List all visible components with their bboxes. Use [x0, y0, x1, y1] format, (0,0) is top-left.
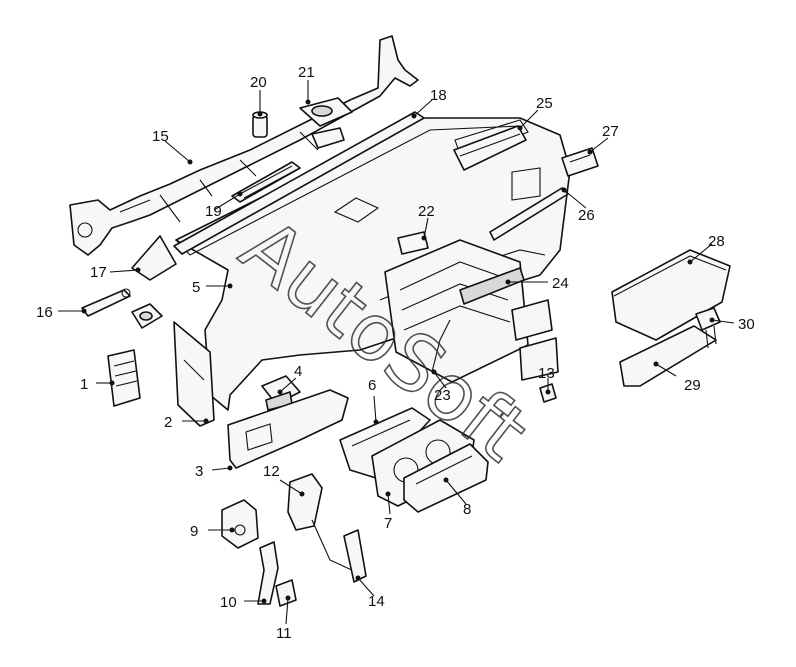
callout-26: 26 [578, 207, 595, 224]
part-18-top-trim [173, 111, 425, 255]
callout-4: 4 [294, 363, 302, 380]
part-speaker-ring [131, 303, 163, 329]
part-9-control-unit [221, 499, 259, 549]
callout-8: 8 [463, 501, 471, 518]
callout-9: 9 [190, 523, 198, 540]
part-15-crossmember [69, 35, 419, 256]
part-23-stalk [431, 319, 451, 373]
part-10-bracket [257, 541, 279, 605]
callout-7: 7 [384, 515, 392, 532]
part-24-center-console [384, 239, 559, 383]
callout-2: 2 [164, 414, 172, 431]
callout-27: 27 [602, 123, 619, 140]
callout-23: 23 [434, 387, 451, 404]
part-25-side-vent [453, 125, 527, 171]
callout-22: 22 [418, 203, 435, 220]
callout-12: 12 [263, 463, 280, 480]
part-16-tube [81, 288, 131, 317]
callout-24: 24 [552, 275, 569, 292]
part-21-speaker-bracket [299, 97, 353, 149]
callout-13: 13 [538, 365, 555, 382]
callout-14: 14 [368, 593, 385, 610]
leader-dots [81, 99, 715, 604]
part-19-defrost-vent [231, 161, 301, 203]
callout-20: 20 [250, 74, 267, 91]
callout-16: 16 [36, 304, 53, 321]
part-17-end-panel [131, 235, 177, 281]
part-14-pedal [343, 529, 367, 583]
part-27-switch [561, 147, 599, 177]
callout-11: 11 [276, 625, 292, 642]
part-3-lower-panel [227, 389, 349, 469]
part-11-bracket [275, 579, 297, 607]
callout-labels: 1 2 3 4 5 6 7 8 9 10 11 12 13 14 15 16 1… [36, 64, 755, 642]
callout-10: 10 [220, 594, 237, 611]
callout-29: 29 [684, 377, 701, 394]
callout-6: 6 [368, 377, 376, 394]
part-30-lock [695, 307, 721, 349]
leader-lines [58, 80, 735, 625]
callout-21: 21 [298, 64, 315, 81]
callout-18: 18 [430, 87, 447, 104]
callout-30: 30 [738, 316, 755, 333]
part-12-pedal-bracket [287, 473, 357, 573]
callout-28: 28 [708, 233, 725, 250]
callout-15: 15 [152, 128, 169, 145]
callout-19: 19 [205, 203, 222, 220]
part-29-glovebox-lid [619, 325, 717, 387]
callout-5: 5 [192, 279, 200, 296]
part-1-fuse-box [107, 349, 141, 407]
callout-17: 17 [90, 264, 107, 281]
part-22-module [397, 231, 429, 255]
part-26-trim-strip [489, 187, 569, 241]
callout-3: 3 [195, 463, 203, 480]
part-28-glovebox [611, 249, 731, 341]
callout-25: 25 [536, 95, 553, 112]
callout-1: 1 [80, 376, 88, 393]
